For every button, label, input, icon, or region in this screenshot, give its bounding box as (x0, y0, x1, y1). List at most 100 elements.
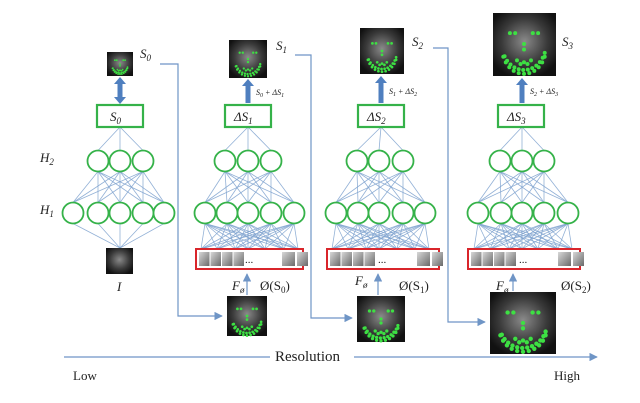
edge-h1-h2-1-1-1 (226, 171, 249, 203)
edge-feat-h1-3-0-1 (477, 223, 491, 250)
output-box-1 (223, 103, 273, 129)
edge-h1-h2-1-4-2 (270, 171, 295, 203)
landmark-dot-0-31 (121, 68, 124, 71)
edge-h1-h2-2-0-2 (335, 171, 404, 203)
column-0: S0 S0 H2 H1 I (39, 46, 152, 294)
edge-feat-h1-3-1-6 (500, 223, 573, 250)
node-h2-0-2 (131, 149, 155, 173)
landmark-dot-6-11 (543, 329, 548, 334)
landmark-dot-2-11 (259, 320, 263, 324)
landmarks-high (498, 310, 548, 354)
landmark-dot-0-28 (119, 65, 121, 67)
feature-patches-3 (471, 252, 584, 266)
landmark-dot-5-21 (505, 58, 510, 63)
landmark-dot-2-24 (239, 307, 243, 311)
update-label-2: S1 + ΔS2 (389, 87, 417, 98)
edge-feat-h1-2-2-6 (378, 223, 430, 250)
node-h1-3-2 (510, 201, 534, 225)
input-face-image (106, 248, 133, 274)
label-s1: S1 (276, 38, 287, 55)
landmark-dot-3-28 (380, 53, 384, 57)
landmark-dot-2-3 (238, 332, 242, 335)
node-h2-1-1 (236, 149, 260, 173)
node-h1-1-3 (259, 201, 283, 225)
edge-feat-h1-3-4-4 (537, 223, 569, 250)
edge-h1-h2-0-4-0 (97, 171, 165, 203)
edge-feat-h1-2-4-5 (414, 223, 426, 250)
edge-h1-h2-1-3-0 (224, 171, 272, 203)
column-1: S1 S0 + ΔS1 ΔS1 ... Fø Ø(S0) (195, 38, 308, 337)
node-h2-2-2 (391, 149, 415, 173)
feature-patches-2 (330, 252, 443, 266)
label-f-phi-2: Fø (354, 273, 368, 290)
edge-feat-h1-3-0-0 (473, 223, 479, 250)
landmark-dot-6-15 (529, 344, 535, 349)
landmark-dot-6-33 (524, 340, 529, 345)
edge-h1-h2-3-1-0 (499, 171, 502, 203)
column-3: S3 S2 + ΔS3 ΔS3 ... Fø Ø(S2) (467, 13, 591, 354)
update-label-1: S0 + ΔS1 (256, 88, 284, 99)
landmark-dot-5-26 (536, 31, 541, 36)
landmark-dot-0-32 (117, 70, 120, 72)
landmark-dot-3-26 (390, 42, 393, 45)
landmark-dot-2-23 (236, 307, 239, 311)
landmark-dot-4-17 (378, 336, 383, 340)
landmark-dot-2-14 (254, 328, 257, 332)
edge-h1-h2-3-2-0 (499, 171, 523, 203)
feature-patch-1-1 (341, 252, 352, 266)
landmark-dot-3-13 (391, 62, 395, 65)
node-h2-1-2 (259, 149, 283, 173)
landmark-dot-6-21 (502, 336, 507, 342)
landmark-dot-4-4 (374, 338, 379, 342)
landmark-dot-5-7 (532, 68, 537, 73)
landmark-dot-4-33 (382, 331, 386, 336)
edge-h1-h2-2-4-1 (378, 171, 426, 203)
edge-h1-h2-2-2-0 (356, 171, 380, 203)
landmark-dot-3-31 (385, 60, 389, 64)
resolution-axis: Resolution Low High (64, 345, 598, 383)
output-box-1-label: ΔS1 (233, 109, 253, 126)
edge-h1-h2-1-1-2 (226, 171, 272, 203)
landmark-dot-3-27 (380, 49, 384, 53)
edge-feat-h1-2-3-5 (402, 223, 416, 250)
landmark-dot-1-25 (252, 51, 255, 54)
edge-h1-h2-0-3-0 (97, 171, 144, 203)
landmark-dot-5-23 (507, 31, 512, 36)
edge-h2-out-3-0 (499, 126, 523, 151)
landmark-dot-0-19 (115, 71, 118, 73)
edge-h1-h2-0-0-1 (72, 171, 121, 203)
edge-in-h1-0-4 (119, 223, 165, 249)
landmark-dot-1-3 (240, 73, 244, 76)
edge-h1-h2-0-4-2 (142, 171, 165, 203)
landmark-dot-0-29 (116, 68, 119, 71)
landmark-dot-0-14 (123, 70, 126, 73)
feature-patch-2-1 (482, 252, 493, 266)
landmark-dot-5-28 (522, 47, 526, 52)
landmarks-s1 (234, 51, 262, 78)
landmark-dot-5-6 (527, 71, 532, 76)
landmark-dot-4-29 (373, 329, 377, 333)
feature-patch-0-3 (233, 252, 244, 266)
landmark-dot-2-16 (248, 331, 251, 335)
edge-feat-h1-3-2-1 (489, 223, 523, 250)
landmark-dot-6-25 (530, 310, 535, 315)
edge-h1-h2-2-0-0 (335, 171, 358, 203)
feature-dots-1: ... (245, 254, 254, 266)
landmark-dot-1-21 (236, 67, 240, 70)
edge-h2-out-1-0 (224, 126, 249, 151)
node-h1-0-4 (152, 201, 176, 225)
feature-patch-2-2 (494, 252, 505, 266)
landmark-dot-4-25 (386, 309, 390, 313)
edge-feat-h1-1-4-6 (293, 223, 299, 250)
landmark-dot-5-11 (542, 50, 547, 55)
landmark-dot-0-25 (122, 59, 125, 62)
landmark-dot-0-26 (124, 59, 126, 62)
edge-feat-h1-1-3-5 (270, 223, 285, 250)
feature-patch-1-2 (353, 252, 364, 266)
edge-feat-h1-2-3-1 (347, 223, 404, 250)
feature-patch-0-1 (210, 252, 221, 266)
edge-feat-h1-1-4-2 (234, 223, 295, 250)
landmark-dot-5-33 (525, 62, 530, 66)
landmark-dot-5-20 (508, 62, 513, 67)
edge-feat-h1-1-2-5 (247, 223, 285, 250)
